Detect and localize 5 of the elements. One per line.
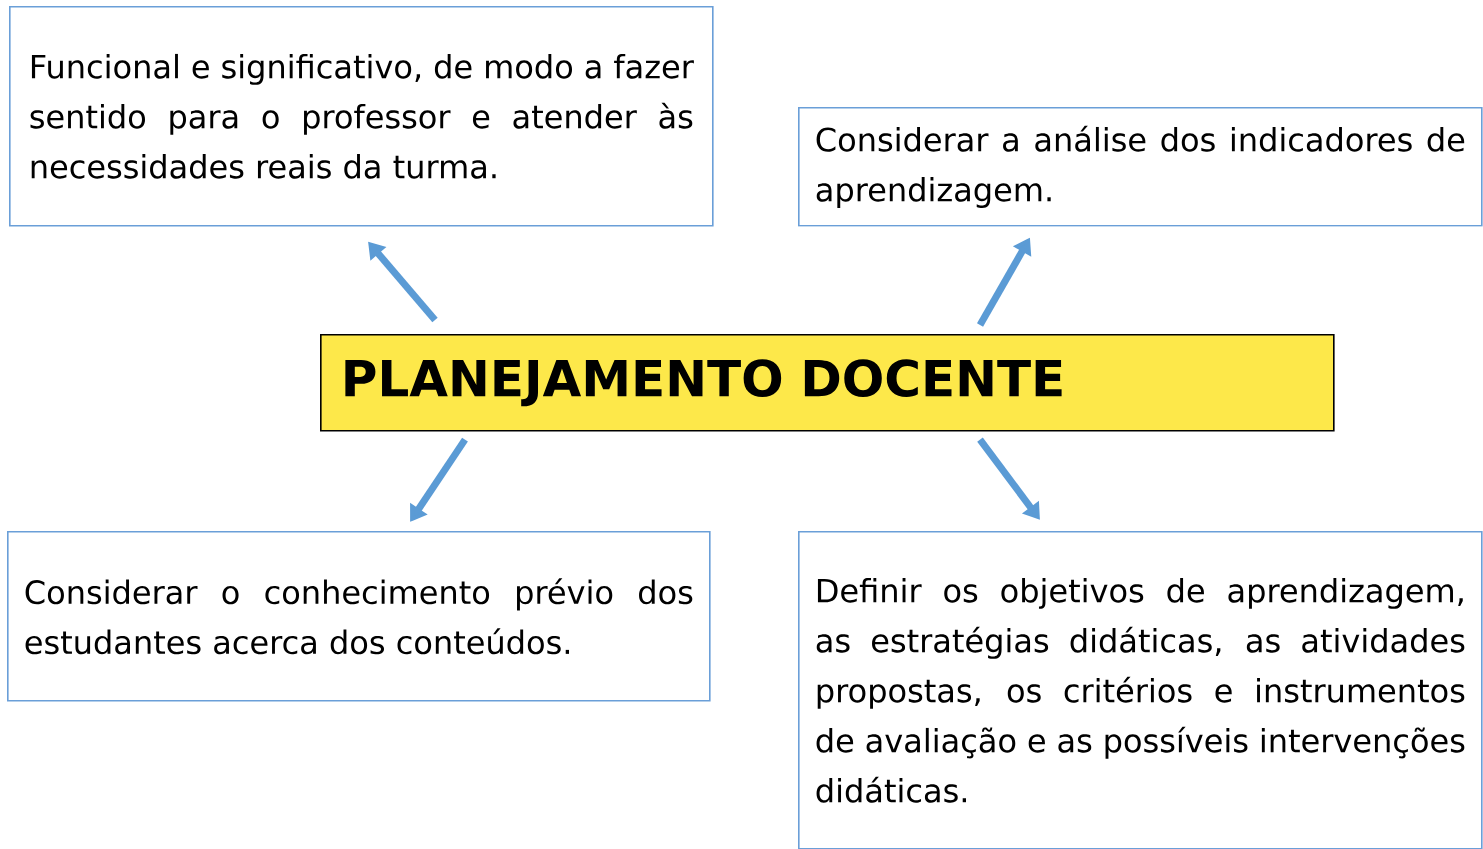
title-box: PLANEJAMENTO DOCENTE <box>320 334 1335 432</box>
text-box: Definir os objetivos de aprendizagem, as estratégias didáticas, as atividades propostas, os critérios e instrumentos de avaliação e as possíveis intervenções didáticas. <box>798 531 1483 849</box>
text-box: Considerar a análise dos indicadores de aprendizagem. <box>798 107 1483 227</box>
text-box: Considerar o conhecimento prévio dos estudantes acerca dos conteúdos. <box>7 531 711 702</box>
text-box: Funcional e significativo, de modo a fazer sentido para o professor e atender às necessidades reais da turma. <box>9 6 714 227</box>
